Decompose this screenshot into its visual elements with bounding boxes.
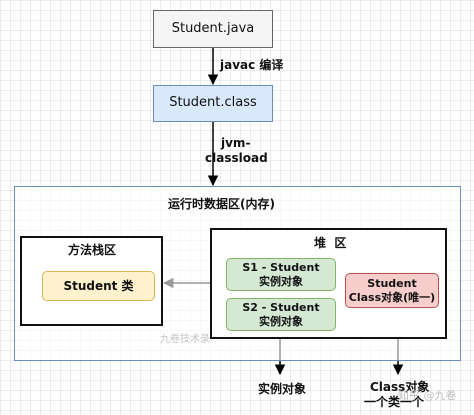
s1-label-line2: 实例对象 (259, 274, 303, 288)
jvm-label-line2: classload (205, 151, 268, 165)
class-object-edge-label-line1: Class对象 (370, 380, 430, 394)
javac-compile-label: javac 编译 (220, 58, 284, 72)
student-class-node: Student.class (153, 85, 273, 122)
watermark-center: 九卷技术录 (160, 334, 210, 345)
jvm-label-line1: jvm- (221, 136, 251, 150)
class-object-label-line2: Class对象(唯一) (348, 290, 436, 304)
instance-object-label: 实例对象 (258, 382, 307, 396)
method-area-title: 方法栈区 (68, 243, 117, 257)
student-type-node: Student 类 (42, 271, 155, 301)
class-object-node: Student Class对象(唯一) (345, 273, 439, 308)
s1-label-line1: S1 - Student (242, 260, 320, 274)
class-object-edge-label-line2: 一个类一个 (364, 395, 425, 409)
heap-area-title: 堆 区 (314, 236, 347, 250)
student-java-node: Student.java (153, 10, 273, 48)
s2-instance-node: S2 - Student 实例对象 (226, 298, 336, 331)
s2-label-line1: S2 - Student (242, 300, 320, 314)
watermark-corner: 知乎 @九卷 (398, 389, 457, 402)
runtime-data-area-title: 运行时数据区(内存) (168, 197, 275, 211)
student-class-label: Student.class (169, 95, 257, 111)
s1-instance-node: S1 - Student 实例对象 (226, 258, 336, 291)
student-type-label: Student 类 (63, 278, 134, 293)
student-java-label: Student.java (171, 20, 255, 36)
class-object-label-line1: Student (367, 276, 417, 290)
s2-label-line2: 实例对象 (259, 314, 303, 328)
